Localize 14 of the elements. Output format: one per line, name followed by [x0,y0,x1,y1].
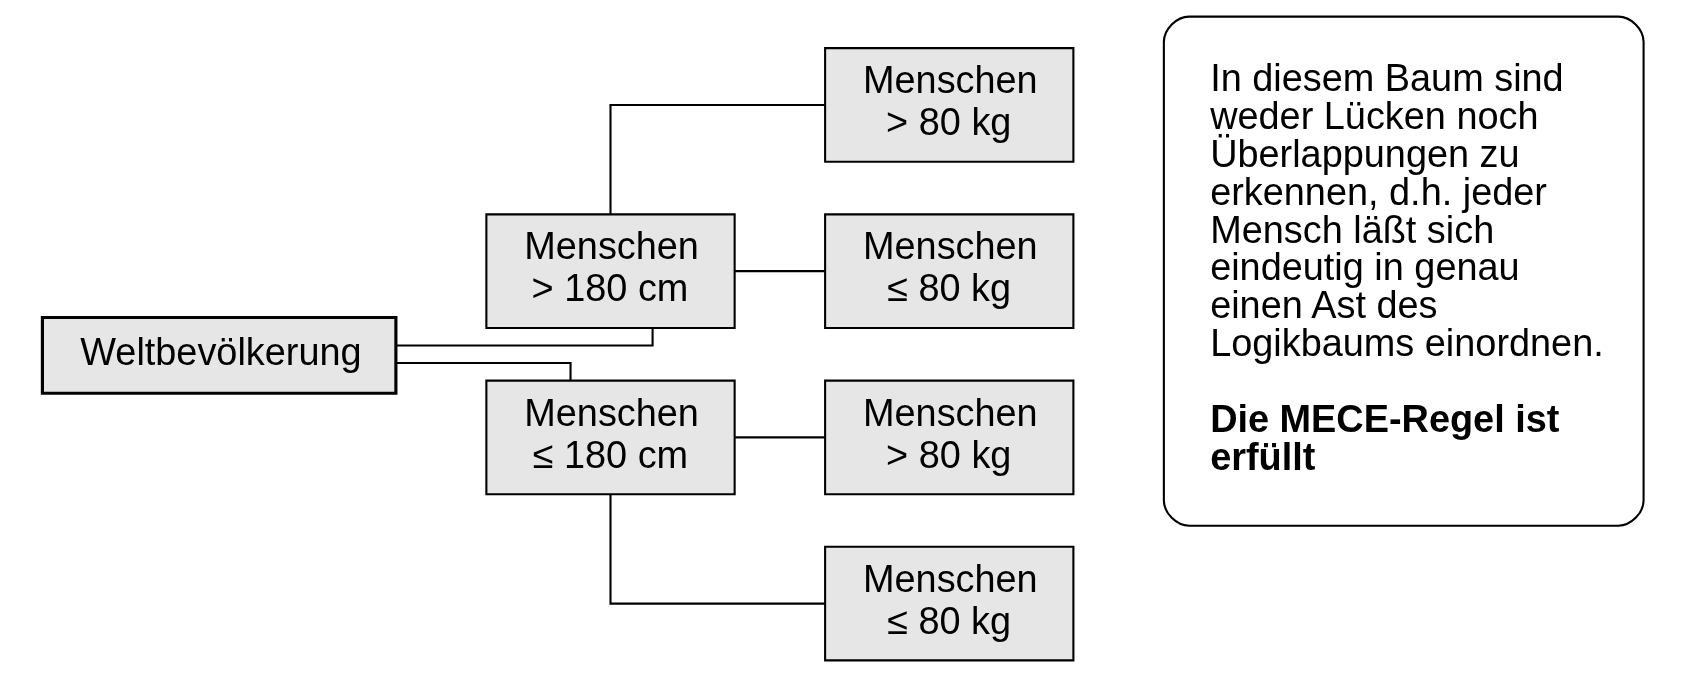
node-box: Menschen > 180 cm [485,213,736,330]
node-box: Menschen ≤ 180 cm [485,379,736,496]
node-box: Menschen ≤ 80 kg [824,545,1075,662]
node-box: Menschen > 80 kg [824,47,1075,163]
connector [734,436,826,439]
connector [734,270,826,273]
connector [609,494,826,605]
node-box: Menschen > 80 kg [824,379,1075,496]
connector [396,362,572,381]
node-box: Menschen ≤ 80 kg [824,213,1075,330]
connector [609,103,826,214]
node-box: Weltbevölkerung [40,315,398,395]
node-box: In diesem Baum sind weder Lücken noch Überlappungen zu erkennen, d.h. jeder Mensch läßt sich eindeutig in genau einen Ast des Logikbaums einordnen. Die MECE-Regel ist erfüllt [1162,15,1645,527]
connector [396,328,654,347]
